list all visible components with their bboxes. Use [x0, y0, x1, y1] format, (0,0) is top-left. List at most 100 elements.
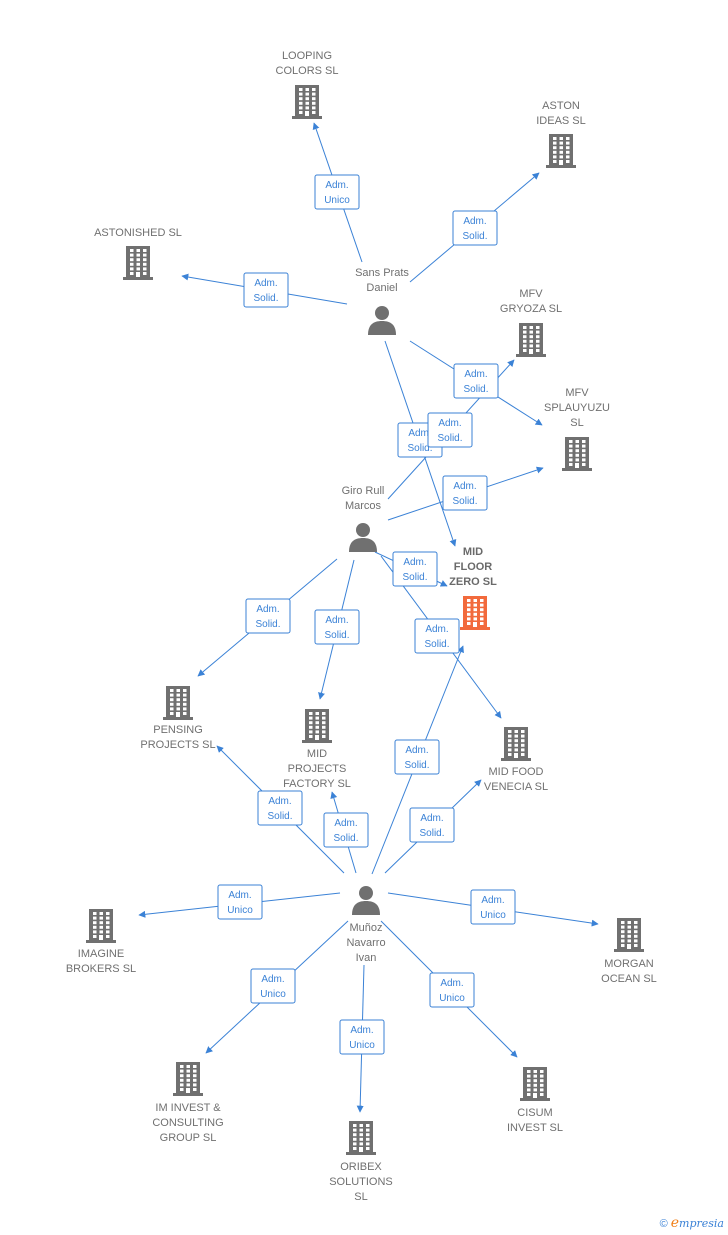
edge-label-giro-splauyuzu[interactable]: Adm.Solid. [442, 475, 488, 511]
building-window [136, 249, 140, 252]
company-name-line: CISUM [517, 1107, 552, 1119]
building-door [514, 753, 518, 758]
edge-label-box [427, 412, 473, 448]
edge-label-munoz-oribex[interactable]: Adm.Unico [339, 1019, 385, 1055]
edge-label-sans-splauyuzu[interactable]: Adm.Solid. [453, 363, 499, 399]
building-window [523, 330, 527, 334]
building-window [299, 97, 303, 101]
building-window [193, 1083, 197, 1087]
edge-label-sans-looping[interactable]: Adm.Unico [314, 174, 360, 210]
company-name-line: IM INVEST & [155, 1102, 221, 1114]
person-name-line: Marcos [345, 500, 382, 512]
edge-label-text: Adm. [463, 216, 486, 227]
building-window [359, 1133, 363, 1137]
building-icon [562, 437, 592, 471]
building-window [359, 1124, 363, 1127]
building-window [582, 463, 586, 466]
company-node-astonished[interactable]: ASTONISHED SL [94, 227, 182, 280]
building-window [106, 935, 110, 938]
building-window [575, 444, 579, 448]
edge-label-text: Solid. [463, 384, 488, 395]
building-icon [614, 918, 644, 952]
edge-label-sans-aston[interactable]: Adm.Solid. [452, 210, 498, 246]
edge-label-giro-midfood[interactable]: Adm.Solid. [414, 618, 460, 654]
building-window [523, 326, 527, 329]
company-name-line: GRYOZA SL [500, 303, 562, 315]
company-name-line: ASTONISHED SL [94, 227, 182, 239]
person-name-line: Ivan [356, 952, 377, 964]
edge-label-box [323, 812, 369, 848]
building-door [575, 463, 579, 468]
building-window [540, 1074, 544, 1078]
edge-label-text: Adm. [405, 745, 428, 756]
edge-label-sans-astonished[interactable]: Adm.Solid. [243, 272, 289, 308]
company-name-line: GROUP SL [160, 1132, 217, 1144]
building-window [566, 160, 570, 163]
building-window [366, 1147, 370, 1150]
building-window [521, 734, 525, 738]
edge-label-giro-midfloor[interactable]: Adm.Solid. [392, 551, 438, 587]
building-window [527, 1088, 531, 1092]
company-name-line: SPLAUYUZU [544, 402, 610, 414]
building-window [315, 721, 319, 725]
building-window [170, 693, 174, 697]
building-window [523, 349, 527, 352]
building-window [533, 1083, 537, 1087]
building-window [186, 1065, 190, 1068]
person-head [375, 306, 389, 320]
edge-label-text: Adm. [440, 978, 463, 989]
edge-label-text: Unico [260, 989, 286, 1000]
edge-label-munoz-morgan[interactable]: Adm.Unico [470, 889, 516, 925]
building-window [353, 1137, 357, 1141]
building-door [473, 622, 477, 627]
edge-label-munoz-imagine[interactable]: Adm.Unico [217, 884, 263, 920]
building-window [529, 335, 533, 339]
edge-label-giro-pensing[interactable]: Adm.Solid. [245, 598, 291, 634]
edge-label-munoz-midprojects[interactable]: Adm.Solid. [323, 812, 369, 848]
building-window [106, 916, 110, 920]
edge-label-text: Adm. [420, 813, 443, 824]
building-window [529, 339, 533, 343]
edge-label-munoz-midfood[interactable]: Adm.Solid. [409, 807, 455, 843]
edge-label-text: Adm. [453, 481, 476, 492]
building-window [527, 1093, 531, 1096]
building-window [366, 1133, 370, 1137]
person-name-line: Daniel [366, 282, 397, 294]
building-window [467, 612, 471, 616]
building-window [305, 106, 309, 110]
building-window [170, 689, 174, 692]
building-window [582, 453, 586, 457]
edge-label-munoz-pensing[interactable]: Adm.Solid. [257, 790, 303, 826]
edge-label-munoz-cisum[interactable]: Adm.Unico [429, 972, 475, 1008]
building-window [312, 106, 316, 110]
building-window [180, 1088, 184, 1091]
edge-label-giro-gryoza[interactable]: Adm.Solid. [427, 412, 473, 448]
building-window [582, 449, 586, 453]
person-name-line: Giro Rull [342, 485, 385, 497]
edge-label-munoz-iminvest[interactable]: Adm.Unico [250, 968, 296, 1004]
edge-label-giro-midprojects[interactable]: Adm.Solid. [314, 609, 360, 645]
building-window [467, 603, 471, 607]
building-icon [163, 686, 193, 720]
building-window [322, 716, 326, 720]
edge-label-munoz-midfloor[interactable]: Adm.Solid. [394, 739, 440, 775]
